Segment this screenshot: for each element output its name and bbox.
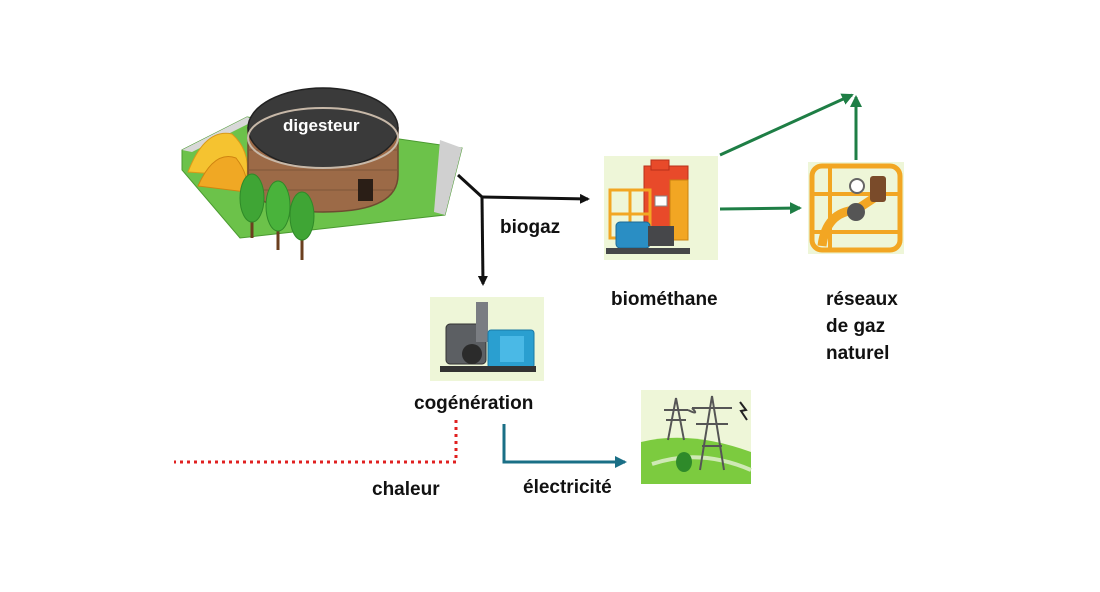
biogas-flow-arrows bbox=[456, 173, 590, 286]
digester-label: digesteur bbox=[283, 116, 360, 135]
biomethane-flow-arrows bbox=[719, 93, 862, 215]
gas-network-icon bbox=[808, 162, 904, 254]
biomethane-unit-icon bbox=[604, 156, 718, 260]
electricity-flow-arrow bbox=[502, 424, 627, 468]
electricity-grid-icon bbox=[641, 390, 752, 484]
heat-flow-line bbox=[174, 420, 458, 464]
cogeneration-engine-icon bbox=[430, 297, 544, 381]
electricity-label: électricité bbox=[523, 477, 612, 498]
gas-network-label-line: naturel bbox=[826, 343, 890, 364]
heat-label: chaleur bbox=[372, 479, 440, 500]
cogeneration-label: cogénération bbox=[414, 393, 534, 414]
gas-network-label-line: réseaux bbox=[826, 289, 898, 310]
digester-illustration bbox=[181, 87, 463, 260]
biomethane-label: biométhane bbox=[611, 289, 718, 310]
gas-network-label: réseaux de gaz naturel bbox=[826, 286, 936, 367]
gas-network-label-line: de gaz bbox=[826, 316, 886, 337]
biogas-label: biogaz bbox=[500, 217, 561, 238]
